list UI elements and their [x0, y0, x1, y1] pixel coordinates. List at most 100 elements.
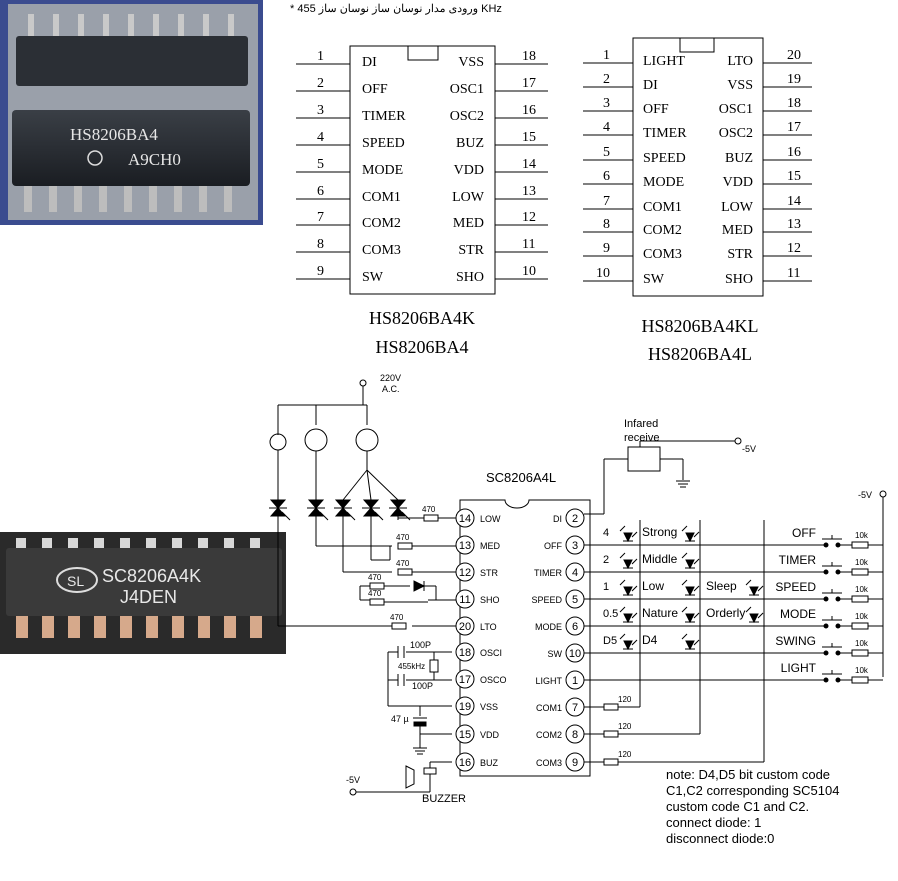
led-row-number: 2	[603, 554, 609, 566]
pin18-right-name: VSS	[458, 55, 484, 70]
sc-right-pin-name: SPEED	[531, 595, 562, 605]
pin20-right-number: 11	[787, 266, 800, 281]
infrared-label-1: Infared	[624, 418, 658, 430]
chip-photo-bottom: SL SC8206A4K J4DEN	[0, 532, 286, 654]
supply-label: 220V	[380, 373, 401, 383]
sc-right-pin-number: 3	[572, 540, 578, 552]
pinout-18-caption-1: HS8206BA4K	[369, 308, 475, 328]
pin20-left-number: 10	[596, 266, 610, 281]
ic-name: SC8206A4L	[486, 470, 556, 485]
pin20-right-number: 15	[787, 169, 801, 184]
pin18-left-name: COM1	[362, 190, 401, 205]
pin18-right-number: 16	[522, 103, 536, 118]
neg5-buttons: -5V	[858, 490, 872, 500]
note-line: C1,C2 corresponding SC5104	[666, 783, 839, 798]
pin18-right-name: VDD	[454, 163, 484, 178]
cap-47u: 47 µ	[391, 714, 409, 724]
crystal-label: 455kHz	[398, 662, 425, 671]
led-row-number: 1	[603, 581, 609, 593]
resistor-120-label: 120	[618, 750, 632, 759]
pin18-left-number: 2	[317, 76, 324, 91]
schematic	[269, 379, 887, 796]
pin18-right-name: BUZ	[456, 136, 484, 151]
resistor-10k-label: 10k	[855, 531, 869, 540]
pin18-right-name: STR	[458, 243, 484, 258]
pin20-left-number: 8	[603, 217, 610, 232]
sc-left-pin-name: OSCO	[480, 675, 507, 685]
pin20-left-name: OFF	[643, 102, 669, 117]
sc-left-pin-number: 17	[459, 674, 471, 686]
pin20-left-number: 1	[603, 48, 610, 63]
resistor-470-label: 470	[390, 613, 404, 622]
pin18-right-name: MED	[453, 216, 484, 231]
led-row-label: Nature	[642, 606, 678, 620]
chip-sl-logo-icon	[56, 567, 98, 593]
pin18-left-name: OFF	[362, 82, 388, 97]
pin18-right-name: SHO	[456, 270, 484, 285]
note-line: connect diode: 1	[666, 815, 761, 830]
sc-left-pin-number: 14	[459, 513, 471, 525]
buzzer-label: BUZZER	[422, 793, 466, 805]
resistor-10k-label: 10k	[855, 585, 869, 594]
supply-label-2: A.C.	[382, 384, 400, 394]
pin18-right-number: 17	[522, 76, 536, 91]
sc-right-pin-number: 2	[572, 513, 578, 525]
pin20-right-name: MED	[722, 223, 753, 238]
pin18-right-name: LOW	[452, 190, 485, 205]
infrared-label-2: receive	[624, 432, 659, 444]
led-row-label: Middle	[642, 552, 678, 566]
sc-right-pin-number: 6	[572, 621, 578, 633]
sc-right-pin-name: COM2	[536, 730, 562, 740]
pin18-left-number: 3	[317, 103, 324, 118]
pin20-right-name: BUZ	[725, 151, 753, 166]
pin20-left-name: COM1	[643, 200, 682, 215]
pin18-left-number: 1	[317, 49, 324, 64]
pin20-right-number: 12	[787, 241, 801, 256]
sc-right-pin-name: DI	[553, 514, 562, 524]
sc-left-pin-name: BUZ	[480, 758, 499, 768]
pin20-right-name: OSC1	[719, 102, 753, 117]
sc-right-pin-name: SW	[548, 649, 563, 659]
pin20-right-number: 13	[787, 217, 801, 232]
sc-right-pin-number: 7	[572, 702, 578, 714]
sc-left-pin-name: VDD	[480, 730, 500, 740]
pin20-right-name: STR	[727, 247, 753, 262]
pin18-left-name: DI	[362, 55, 377, 70]
button-label: SPEED	[775, 580, 816, 594]
sc-right-pin-number: 8	[572, 729, 578, 741]
pin18-left-number: 4	[317, 130, 324, 145]
button-label: SWING	[775, 634, 816, 648]
led-row-label-2: Orderly	[706, 606, 745, 620]
pin20-left-name: DI	[643, 78, 658, 93]
sc-left-pin-number: 15	[459, 729, 471, 741]
pin18-right-number: 13	[522, 184, 536, 199]
resistor-10k-label: 10k	[855, 612, 869, 621]
pin20-left-number: 5	[603, 145, 610, 160]
pin20-right-number: 20	[787, 48, 801, 63]
sc-left-pin-name: LOW	[480, 514, 501, 524]
sc-right-pin-number: 4	[572, 567, 578, 579]
sc-left-pin-number: 20	[459, 621, 471, 633]
pin20-left-name: SPEED	[643, 151, 686, 166]
sc-left-pin-number: 16	[459, 757, 471, 769]
resistor-10k-label: 10k	[855, 666, 869, 675]
sc-left-pin-name: MED	[480, 541, 501, 551]
sc-right-pin-number: 1	[572, 675, 578, 687]
pin20-right-name: LTO	[727, 54, 753, 69]
pin20-right-name: VDD	[723, 175, 753, 190]
pin20-left-name: LIGHT	[643, 54, 685, 69]
led-row-label: D4	[642, 633, 658, 647]
pinout-20-caption-2: HS8206BA4L	[648, 344, 752, 364]
resistor-470-label: 470	[396, 559, 410, 568]
resistor-10k-label: 10k	[855, 639, 869, 648]
chip-logo-icon	[87, 150, 103, 166]
sc-left-pin-number: 11	[459, 594, 470, 606]
sc-left-pin-number: 12	[459, 567, 471, 579]
pin20-left-number: 6	[603, 169, 610, 184]
sc-right-pin-number: 9	[572, 757, 578, 769]
pin20-left-name: SW	[643, 272, 665, 287]
note-line: note: D4,D5 bit custom code	[666, 767, 830, 782]
sc-right-pin-name: TIMER	[534, 568, 562, 578]
resistor-120-label: 120	[618, 695, 632, 704]
